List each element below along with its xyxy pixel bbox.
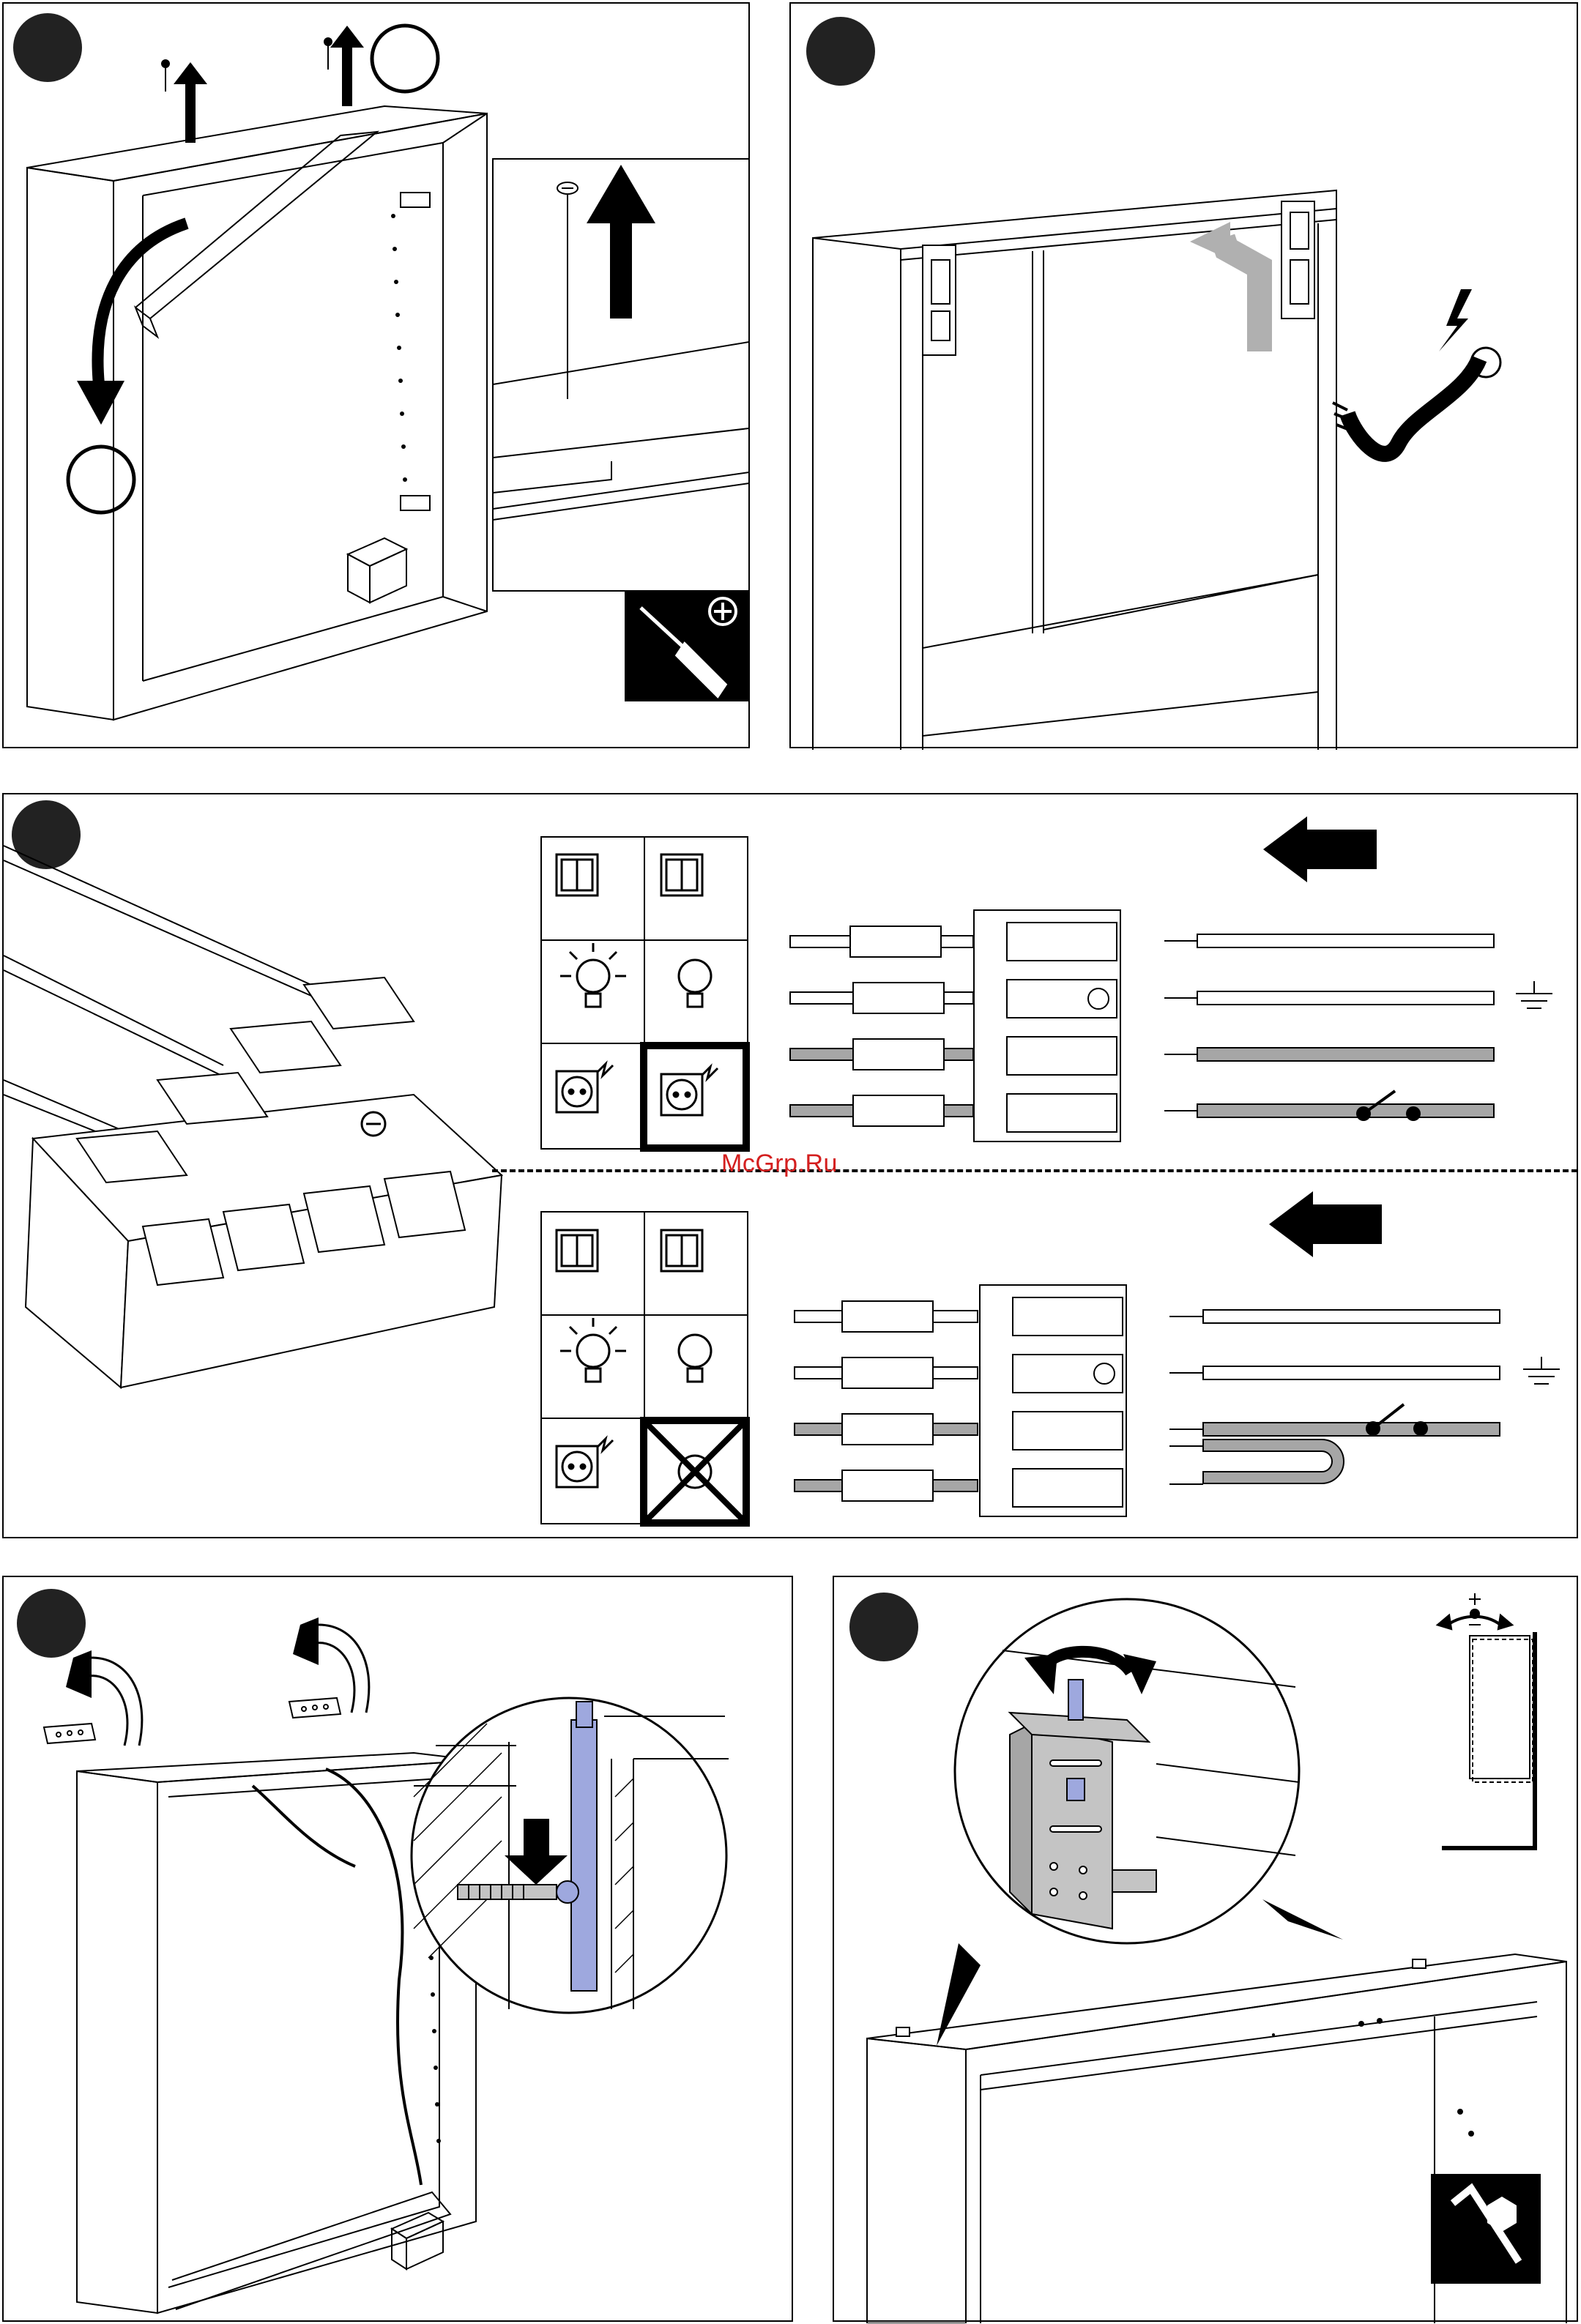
switch-icon — [661, 854, 702, 895]
arrow-curved-icon — [293, 1617, 319, 1665]
callout-pointer — [937, 1943, 981, 2046]
arrow-up-icon — [174, 62, 207, 143]
power-cable — [253, 1786, 355, 1866]
screw-icon — [162, 60, 169, 92]
switch-icon — [661, 1230, 702, 1271]
connector-terminal-icon — [974, 910, 1120, 1141]
panel-1-drawing — [4, 4, 751, 750]
callout-circle — [372, 26, 438, 92]
wire-set-bottom-left — [795, 1301, 978, 1501]
arrow-left-icon — [1269, 1191, 1382, 1257]
bulb-active-icon — [560, 943, 626, 1007]
callout-pointer — [1262, 1899, 1343, 1940]
connector-terminal-icon — [980, 1285, 1126, 1516]
step-panel-2 — [789, 2, 1578, 748]
step-marker-icon — [17, 1589, 86, 1658]
electric-bolt-icon — [1439, 289, 1472, 351]
mounting-bracket-icon — [1010, 1724, 1032, 1914]
wall-screw — [458, 1881, 579, 1903]
shelf-holes — [391, 214, 407, 482]
panel-2-drawing — [791, 4, 1580, 750]
switch-icon — [557, 1230, 598, 1271]
bulb-icon — [679, 960, 711, 1007]
ground-icon — [1516, 981, 1552, 1008]
socket-active-icon — [661, 1067, 718, 1115]
hanger-bracket-icon — [401, 496, 430, 510]
watermark-text: McGrp.Ru — [721, 1150, 838, 1178]
step-panel-5 — [833, 1576, 1578, 2322]
plus-minus-adjust-icon — [1436, 1614, 1459, 1636]
arrow-up-icon — [330, 26, 364, 106]
mount-holes — [1272, 2018, 1481, 2199]
adjust-screw-thread — [1067, 1779, 1085, 1800]
step-panel-4 — [2, 1576, 793, 2322]
step-panel-1 — [2, 2, 750, 748]
plus-minus-adjust-icon — [1442, 1617, 1535, 1848]
arrow-left-icon — [1263, 816, 1377, 882]
panel-5-drawing — [834, 1577, 1580, 2323]
junction-box — [348, 538, 406, 603]
callout-circle — [68, 447, 134, 513]
hanger-bracket-icon — [289, 1698, 341, 1718]
arrow-curved-icon — [92, 1658, 142, 1746]
bulb-icon — [679, 1335, 711, 1382]
step-marker-icon — [849, 1593, 918, 1661]
wiring-variant-divider — [492, 1169, 1577, 1172]
connector-terminal-icon — [4, 846, 502, 1388]
arrow-curved-icon — [66, 1650, 92, 1698]
adjust-screw-head — [1068, 1680, 1083, 1720]
bulb-active-icon — [560, 1318, 626, 1382]
screw-icon — [324, 38, 332, 70]
arrow-bent-gray-icon — [1190, 222, 1230, 260]
side-tab — [1112, 1870, 1156, 1892]
socket-crossed-icon — [644, 1420, 746, 1523]
allen-key-icon — [1431, 2174, 1541, 2284]
arrow-down-curved-icon — [77, 381, 124, 425]
hanger-bracket-icon — [571, 1720, 597, 1991]
panel-4-drawing — [4, 1577, 795, 2323]
socket-selected-icon — [644, 1046, 746, 1148]
wire-set-top-left — [790, 926, 973, 1126]
ground-icon — [1523, 1357, 1560, 1384]
socket-active-icon — [557, 1439, 613, 1487]
step-marker-icon — [806, 17, 875, 86]
hanger-bracket-icon — [44, 1724, 95, 1743]
wire-set-top-right — [1164, 934, 1494, 1117]
hanger-bracket-icon — [401, 193, 430, 207]
step-marker-icon — [12, 800, 81, 869]
junction-box — [392, 2213, 443, 2269]
plus-minus-adjust-icon — [1470, 1609, 1480, 1619]
adjust-screw-head — [576, 1702, 592, 1727]
wire-set-bottom-right — [1169, 1310, 1500, 1484]
step-marker-icon — [13, 13, 82, 82]
switch-icon — [557, 854, 598, 895]
power-cable — [1347, 359, 1479, 454]
socket-active-icon — [557, 1064, 613, 1112]
power-cable — [326, 1769, 421, 2185]
plus-minus-adjust-icon — [1490, 1614, 1514, 1636]
